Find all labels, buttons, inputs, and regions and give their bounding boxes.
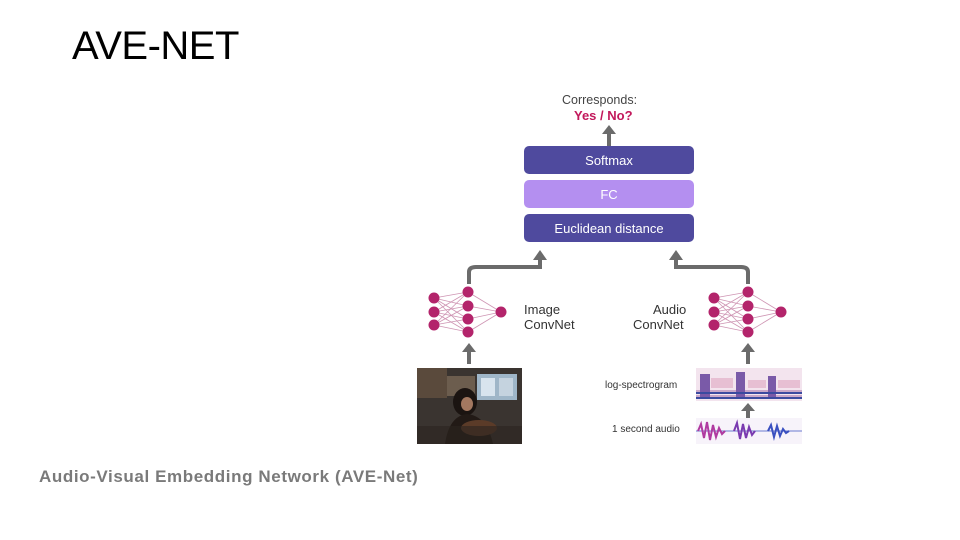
softmax-block: Softmax [524, 146, 694, 174]
output-label: Corresponds: [562, 93, 638, 107]
arrow-audio-up [741, 343, 755, 364]
audio-waveform-image [696, 418, 802, 444]
audio-convnet-label-line1: Audio [653, 302, 687, 317]
spectrogram-label: log-spectrogram [605, 380, 678, 391]
output-answer: Yes / No? [574, 108, 633, 123]
video-frame-image [417, 368, 522, 444]
image-convnet-label-line2: ConvNet [524, 317, 575, 332]
audio-convnet-label-line2: ConvNet [633, 317, 684, 332]
audio-network-icon [708, 286, 787, 338]
image-network-icon [428, 286, 507, 338]
diagram-caption: Audio-Visual Embedding Network (AVE-Net) [39, 467, 419, 486]
merge-arrows [467, 250, 750, 284]
arrow-image-up [462, 343, 476, 364]
slide-title: AVE-NET [72, 24, 239, 68]
fc-block: FC [524, 180, 694, 208]
spectrogram-image [696, 368, 802, 401]
euclidean-distance-block: Euclidean distance [524, 214, 694, 242]
arrow-top [602, 125, 616, 146]
image-convnet-label-line1: Image [524, 302, 561, 317]
audio-waveform-label: 1 second audio [612, 424, 680, 435]
